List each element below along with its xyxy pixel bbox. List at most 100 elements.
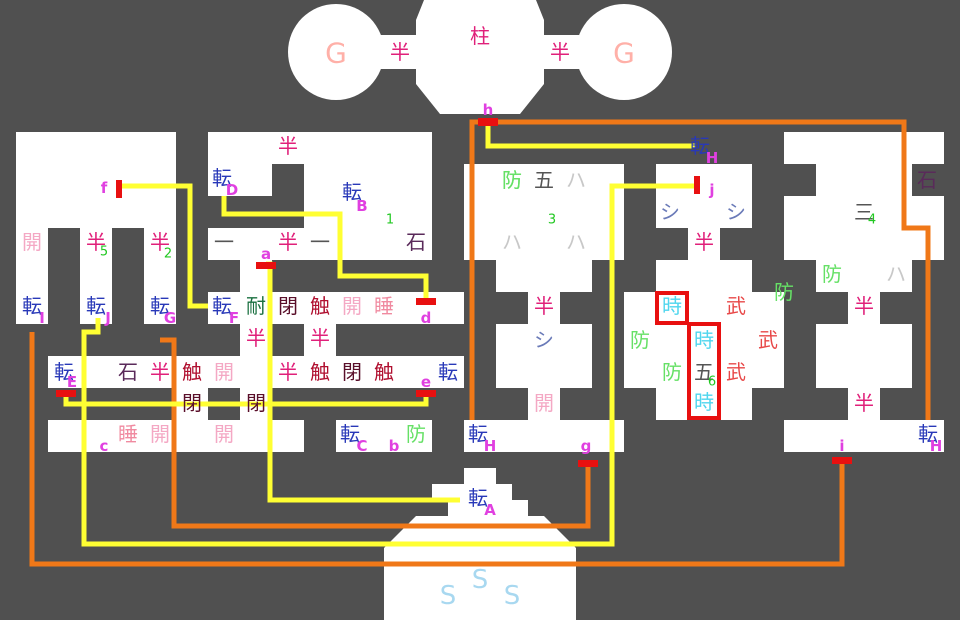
waypoint-label: g [581,437,592,455]
closed-tile: 閉 [342,360,362,384]
waypoint-label: a [261,245,271,263]
weapon-tile: 武 [726,294,746,318]
ha-tile: ハ [886,262,906,286]
endpoint-g [578,460,598,467]
neutral-tile: 一 [214,230,234,254]
half-tile: 半 [86,230,106,254]
stone-tile: 石 [118,360,138,384]
sleep-tile: 睡 [374,294,394,318]
path-j-J [81,183,696,547]
defense-tile: 防 [774,280,794,304]
endpoint-j [694,176,700,194]
open-tile: 開 [214,360,234,384]
connection-paths [29,119,931,567]
teleport-tile: 転 [340,422,360,446]
endpoint-f [116,180,122,198]
teleport-tile: 転 [22,294,42,318]
time-tile: 時 [694,328,714,352]
ghost-tile: G [325,37,347,70]
spawn-marker: S [504,581,521,611]
half-tile: 半 [550,40,570,64]
room-6 [624,164,784,420]
teleport-tile: 転 [54,360,74,384]
room-number: 6 [708,375,716,390]
ghost-room-left [288,4,384,100]
waypoint-label: A [484,501,496,519]
teleport-tile: 転 [212,166,232,190]
ha-tile: ハ [502,230,522,254]
waypoint-label: C [356,437,367,455]
teleport-tile: 転 [86,294,106,318]
weapon-tile: 武 [758,328,778,352]
teleport-tile: 転 [438,360,458,384]
teleport-tile: 転 [468,486,488,510]
waypoint-label: E [67,373,77,391]
kana-tile: シ [534,328,554,352]
stone-tile: 石 [406,230,426,254]
half-tile: 半 [534,294,554,318]
waypoint-label: H [930,437,943,455]
touch-tile: 触 [374,360,394,384]
kana-tile: シ [660,200,680,224]
highlight-time-tile [655,291,689,325]
open-tile: 開 [214,422,234,446]
spawn-marker: S [440,581,457,611]
closed-tile: 閉 [182,391,202,415]
half-tile: 半 [278,230,298,254]
neutral-tile: 三 [854,200,874,224]
room-number: 4 [868,213,876,228]
touch-tile: 触 [182,360,202,384]
half-tile: 半 [278,360,298,384]
waypoint-label: j [708,181,714,199]
sleep-tile: 睡 [118,422,138,446]
waypoint-label: I [39,309,45,327]
half-tile: 半 [694,230,714,254]
neutral-tile: 五 [534,168,554,192]
endpoint-i [832,457,852,464]
waypoint-label: B [356,197,367,215]
closed-tile: 閉 [246,391,266,415]
time-tile: 時 [694,390,714,414]
kana-tile: シ [726,200,746,224]
half-tile: 半 [854,294,874,318]
half-tile: 半 [310,326,330,350]
touch-tile: 触 [310,360,330,384]
teleport-a-pedestal [432,468,528,516]
endpoint-markers [56,118,852,467]
highlight-time-column [687,322,721,420]
path-D-d [221,196,429,300]
endpoint-E [56,390,76,397]
neutral-tile: 五 [694,360,714,384]
waypoint-label: H [484,437,497,455]
open-tile: 開 [342,294,362,318]
teleport-tile: 転 [342,180,362,204]
room-3 [464,164,624,452]
pillar-room [416,0,544,114]
half-tile: 半 [390,40,410,64]
ha-tile: ハ [566,168,586,192]
endpoint-e [416,390,436,397]
teleport-tile: 転 [690,134,710,158]
waypoint-label: c [100,437,109,455]
open-tile: 開 [22,230,42,254]
waypoint-label: J [104,309,111,327]
room-1 [208,132,464,356]
room-number: 3 [548,213,556,228]
endpoint-h [478,118,498,126]
defense-tile: 防 [662,360,682,384]
endpoint-d [416,298,436,305]
waypoint-label: f [101,179,108,197]
closed-tile: 閉 [278,294,298,318]
waypoint-label: i [839,437,844,455]
path-h-H-yellow [485,122,696,149]
path-i-I [29,332,845,567]
time-tile: 時 [662,294,682,318]
highlight-boxes [655,291,721,420]
waypoint-label: e [421,373,431,391]
open-tile: 開 [534,391,554,415]
weapon-tile: 武 [726,360,746,384]
room-number: 2 [164,247,172,262]
